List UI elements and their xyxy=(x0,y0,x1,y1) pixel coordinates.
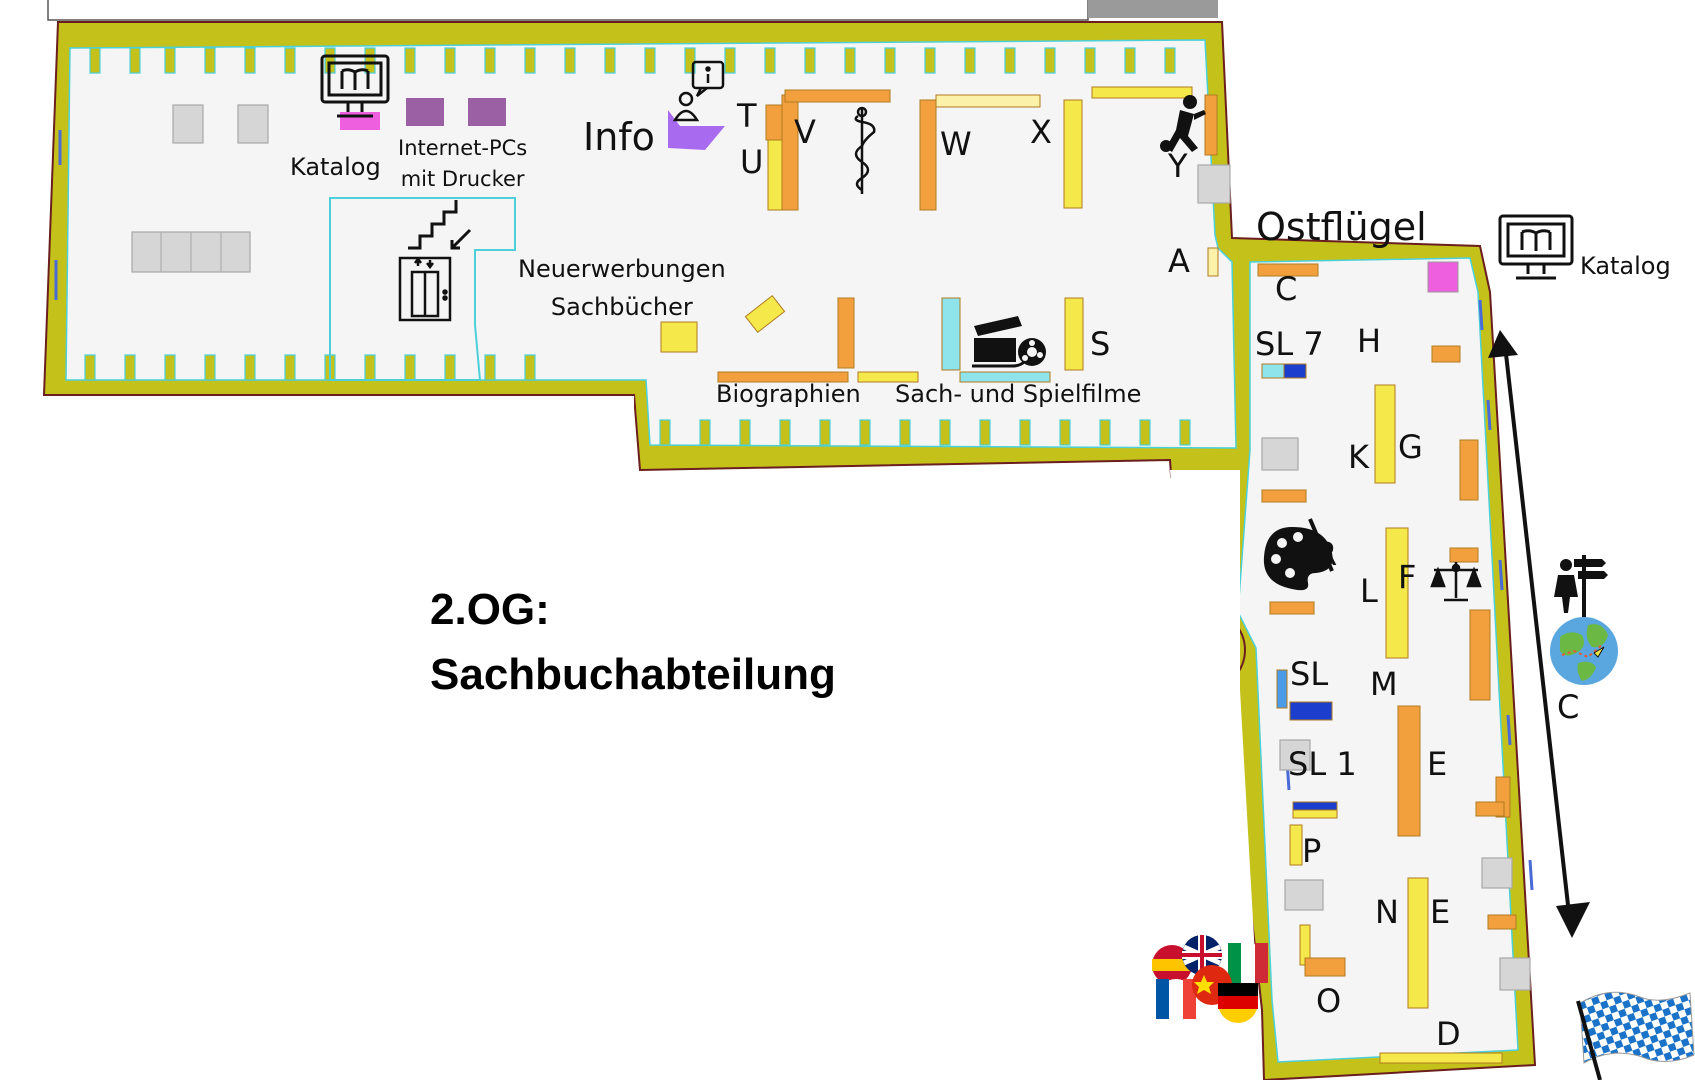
shelf-label-x: X xyxy=(1030,113,1052,151)
ostfluegel-label: Ostflügel xyxy=(1256,205,1427,249)
shelf-label-k: K xyxy=(1348,438,1369,476)
shelf-label-m: M xyxy=(1370,665,1398,703)
shelf-label-r: R xyxy=(1315,535,1338,573)
internet-pcs-line2: mit Drucker xyxy=(400,167,525,191)
katalog-monitor-icon-east xyxy=(1498,214,1574,280)
scales-icon xyxy=(1430,562,1482,602)
internet-pcs-label: Internet-PCs mit Drucker xyxy=(398,133,527,195)
caduceus-icon xyxy=(854,106,876,194)
filme-label: Sach- und Spielfilme xyxy=(895,380,1142,408)
palette-icon xyxy=(1263,518,1334,591)
elevator-icon xyxy=(398,256,452,322)
shelf-label-c-top: C xyxy=(1275,270,1298,308)
shelf-label-n: N xyxy=(1375,893,1399,931)
shelf-label-l: L xyxy=(1360,572,1378,610)
shelf-label-sl1: SL 1 xyxy=(1288,745,1357,783)
shelf-label-g: G xyxy=(1398,428,1423,466)
info-desk xyxy=(668,110,725,150)
stairs-icon xyxy=(408,200,472,250)
shelf-label-w: W xyxy=(940,125,972,163)
shelf-label-u: U xyxy=(740,143,764,181)
info-person-icon xyxy=(672,60,725,122)
floor-title-line1: 2.OG: xyxy=(430,585,550,634)
neuerwerbungen-label: Neuerwerbungen Sachbücher xyxy=(518,250,726,326)
shelf-label-c-right: C xyxy=(1557,688,1580,726)
shelf-label-y: Y xyxy=(1168,147,1188,185)
double-arrow-icon xyxy=(1488,330,1590,938)
shelf-label-o: O xyxy=(1316,982,1342,1020)
language-flags-icon xyxy=(1152,935,1268,1023)
shelf-label-e-low: E xyxy=(1430,893,1451,931)
katalog-east-label: Katalog xyxy=(1580,252,1671,280)
katalog-monitor-icon xyxy=(320,54,390,118)
shelf-label-t: T xyxy=(737,97,757,135)
shelves xyxy=(660,86,1517,1064)
shelf-label-d: D xyxy=(1436,1015,1461,1053)
shelf-label-s: S xyxy=(1090,325,1111,363)
shelf-label-sl: SL xyxy=(1290,655,1329,693)
soccer-player-icon xyxy=(1160,95,1206,152)
shelf-label-e-mid: E xyxy=(1427,745,1448,783)
shelf-label-sl7: SL 7 xyxy=(1255,325,1324,363)
globe-traveler-icon xyxy=(1550,555,1618,685)
shelf-label-v: V xyxy=(794,113,816,151)
floor-title-line2: Sachbuchabteilung xyxy=(430,650,836,699)
neuerwerbungen-line2: Sachbücher xyxy=(550,293,693,321)
shelf-label-h: H xyxy=(1357,322,1382,360)
info-label: Info xyxy=(583,115,655,159)
neuerwerbungen-line1: Neuerwerbungen xyxy=(518,255,726,283)
internet-pcs-line1: Internet-PCs xyxy=(398,136,528,160)
biographien-label: Biographien xyxy=(716,380,861,408)
shelf-label-a: A xyxy=(1168,242,1190,280)
film-reel-icon xyxy=(972,316,1046,368)
katalog-west-label: Katalog xyxy=(290,153,381,181)
bavaria-flag-icon xyxy=(1576,991,1695,1080)
shelf-label-p: P xyxy=(1302,832,1322,870)
shelf-label-f: F xyxy=(1398,558,1417,596)
